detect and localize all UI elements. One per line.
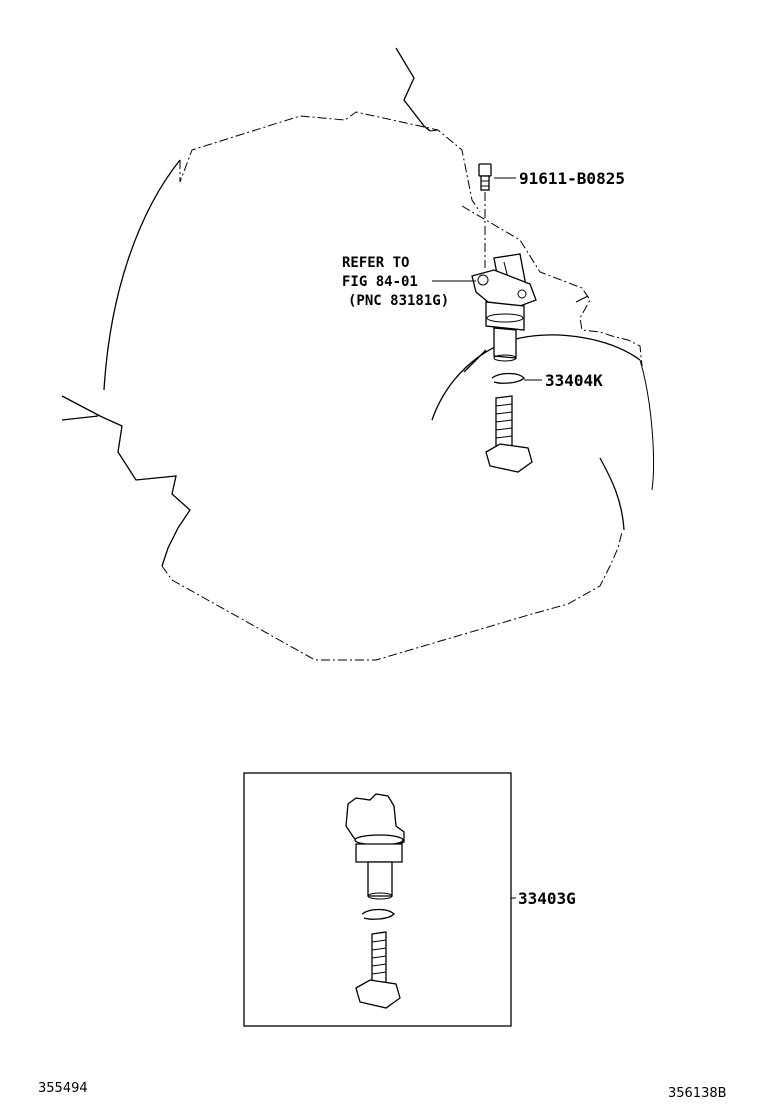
clip-part[interactable] [491,372,525,384]
clip-part-number-label[interactable]: 33404K [545,371,603,390]
bolt-part-number-label[interactable]: 91611-B0825 [519,169,625,188]
reference-note-line3: (PNC 83181G) [348,293,449,309]
bolt-part[interactable] [478,163,492,191]
driven-gear-part[interactable] [485,395,533,473]
kit-sensor-part[interactable] [345,793,405,900]
kit-part-number-label[interactable]: 33403G [518,889,576,908]
transmission-housing-outline [61,47,654,661]
reference-note-line1: REFER TO [342,255,409,271]
kit-detail-box [243,772,512,1027]
footer-right-code: 356138B [668,1086,727,1101]
reference-note-line2[interactable]: FIG 84-01 [342,274,418,290]
kit-clip-part[interactable] [361,908,395,920]
speed-sensor-part[interactable] [471,253,537,362]
kit-gear-part[interactable] [355,931,401,1009]
footer-left-code: 355494 [38,1081,88,1096]
